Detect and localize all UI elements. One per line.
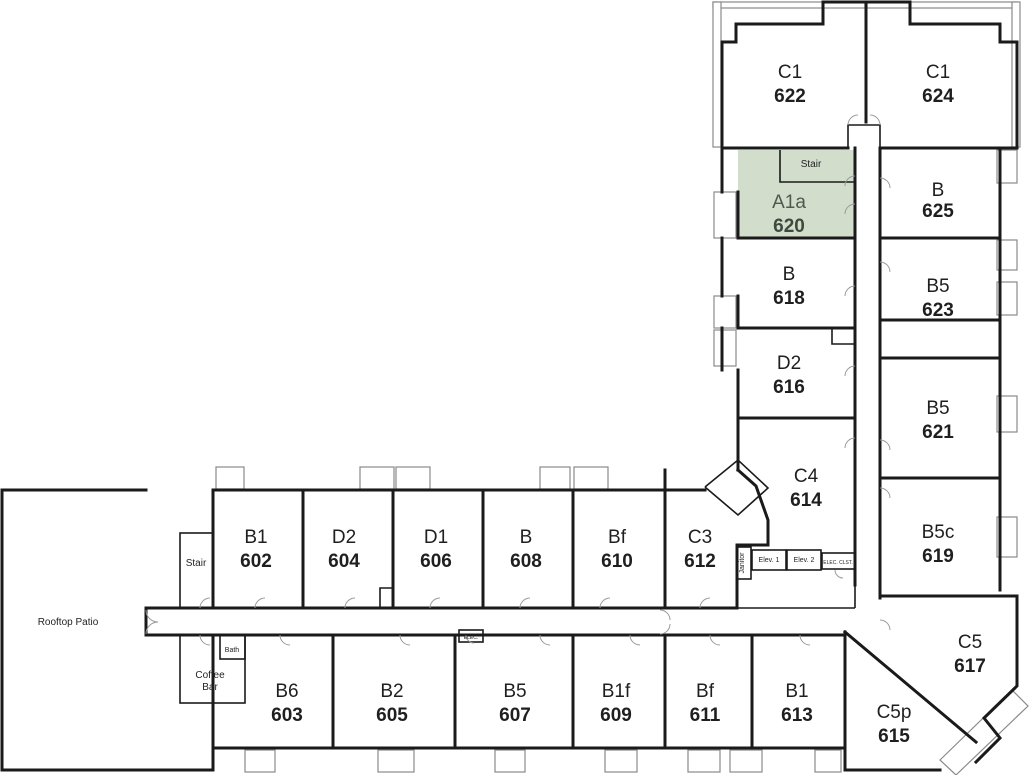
unit-617-type: C5 (958, 632, 982, 653)
windows (215, 1, 1029, 775)
unit-619-type: B5c (922, 522, 955, 543)
coffee-bar-label-2: Bar (202, 682, 218, 693)
unit-603-number: 603 (271, 705, 303, 726)
unit-615-type: C5p (877, 702, 912, 723)
unit-602-type: B1 (244, 527, 267, 548)
unit-604-number: 604 (328, 551, 360, 572)
janitor-label: Janitor (739, 552, 746, 574)
unit-605-number: 605 (376, 705, 408, 726)
unit-608-number: 608 (510, 551, 542, 572)
unit-624-number: 624 (922, 86, 954, 107)
unit-622-number: 622 (774, 86, 806, 107)
unit-620-highlight (738, 150, 854, 238)
elevator-1-label: Elev. 1 (759, 557, 780, 564)
unit-624-type: C1 (926, 62, 950, 83)
unit-625-number: 625 (922, 201, 954, 222)
unit-611-type: Bf (696, 681, 715, 702)
unit-604-type: D2 (332, 527, 356, 548)
doors (145, 114, 891, 646)
elec-label: ELEC. (464, 635, 478, 641)
unit-608-type: B (520, 527, 533, 548)
unit-614-number: 614 (790, 490, 822, 511)
unit-610-type: Bf (608, 527, 627, 548)
unit-602-number: 602 (240, 551, 272, 572)
unit-612-type: C3 (688, 527, 712, 548)
room-labels: C1 622 C1 624 Stair A1a 620 B 625 B 618 … (38, 62, 986, 747)
unit-609-number: 609 (600, 705, 632, 726)
unit-612-number: 612 (684, 551, 716, 572)
rooftop-patio-label: Rooftop Patio (38, 617, 99, 628)
unit-607-type: B5 (503, 681, 526, 702)
unit-614-type: C4 (794, 466, 819, 487)
coffee-bar-label-1: Coffee (195, 670, 225, 681)
unit-609-type: B1f (602, 681, 631, 702)
unit-615-number: 615 (878, 726, 910, 747)
unit-618-number: 618 (773, 288, 805, 309)
unit-606-type: D1 (424, 527, 448, 548)
unit-620-number: 620 (773, 216, 805, 237)
unit-621-number: 621 (922, 422, 954, 443)
unit-621-type: B5 (926, 398, 949, 419)
unit-617-number: 617 (954, 656, 986, 677)
unit-622-type: C1 (778, 62, 802, 83)
unit-623-number: 623 (922, 300, 954, 321)
unit-623-type: B5 (926, 276, 949, 297)
unit-618-type: B (783, 264, 796, 285)
unit-616-number: 616 (773, 377, 805, 398)
unit-619-number: 619 (922, 546, 954, 567)
unit-616-type: D2 (777, 353, 801, 374)
stair-top-label: Stair (801, 159, 822, 170)
unit-620-type: A1a (772, 192, 806, 213)
stair-left-label: Stair (186, 558, 207, 569)
unit-625-type: B (932, 180, 945, 201)
unit-603-type: B6 (275, 681, 298, 702)
elevator-2-label: Elev. 2 (794, 557, 815, 564)
unit-606-number: 606 (420, 551, 452, 572)
bath-label: Bath (225, 647, 240, 654)
unit-610-number: 610 (601, 551, 633, 572)
unit-607-number: 607 (499, 705, 531, 726)
unit-613-number: 613 (781, 705, 813, 726)
unit-613-type: B1 (785, 681, 808, 702)
unit-611-number: 611 (690, 705, 721, 726)
unit-605-type: B2 (380, 681, 403, 702)
elec-closet-label: ELEC. CLST. (823, 560, 852, 566)
